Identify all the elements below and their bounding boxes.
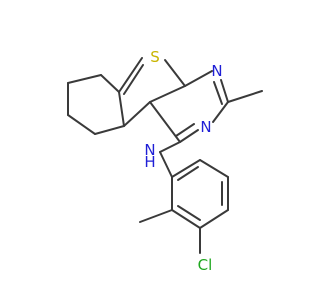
nitrogen-atom: N bbox=[200, 118, 211, 136]
bond bbox=[100, 74, 120, 93]
bond bbox=[149, 101, 181, 143]
bond bbox=[227, 90, 263, 103]
bond bbox=[149, 85, 186, 103]
nitrogen-atom: N bbox=[211, 62, 222, 80]
bond bbox=[139, 209, 173, 223]
chlorine-atom: Cl bbox=[198, 256, 213, 274]
atom-labels: S N N N H Cl bbox=[144, 48, 222, 274]
bond bbox=[171, 209, 201, 229]
bond bbox=[123, 64, 144, 95]
bonds bbox=[67, 57, 263, 254]
bond bbox=[213, 81, 223, 105]
bond bbox=[179, 129, 199, 143]
bond bbox=[67, 114, 96, 135]
bond bbox=[199, 209, 229, 229]
sulfur-atom: S bbox=[150, 48, 160, 66]
bond bbox=[118, 57, 143, 93]
bond bbox=[175, 123, 195, 137]
amine-hydrogen-atom: H bbox=[144, 153, 155, 171]
bond bbox=[177, 205, 201, 221]
bond bbox=[164, 59, 186, 87]
bond bbox=[94, 125, 125, 135]
bond bbox=[199, 159, 229, 178]
bond bbox=[67, 74, 102, 84]
amine-nitrogen-atom: N bbox=[144, 141, 155, 159]
bond bbox=[118, 91, 125, 127]
molecule-diagram: S N N N H Cl bbox=[67, 48, 263, 274]
bond bbox=[159, 141, 181, 153]
bond bbox=[159, 151, 173, 178]
bond bbox=[123, 101, 151, 127]
bond bbox=[177, 166, 199, 181]
bond bbox=[212, 101, 229, 123]
bond bbox=[171, 159, 201, 178]
bond bbox=[220, 79, 229, 103]
bond bbox=[184, 70, 213, 87]
